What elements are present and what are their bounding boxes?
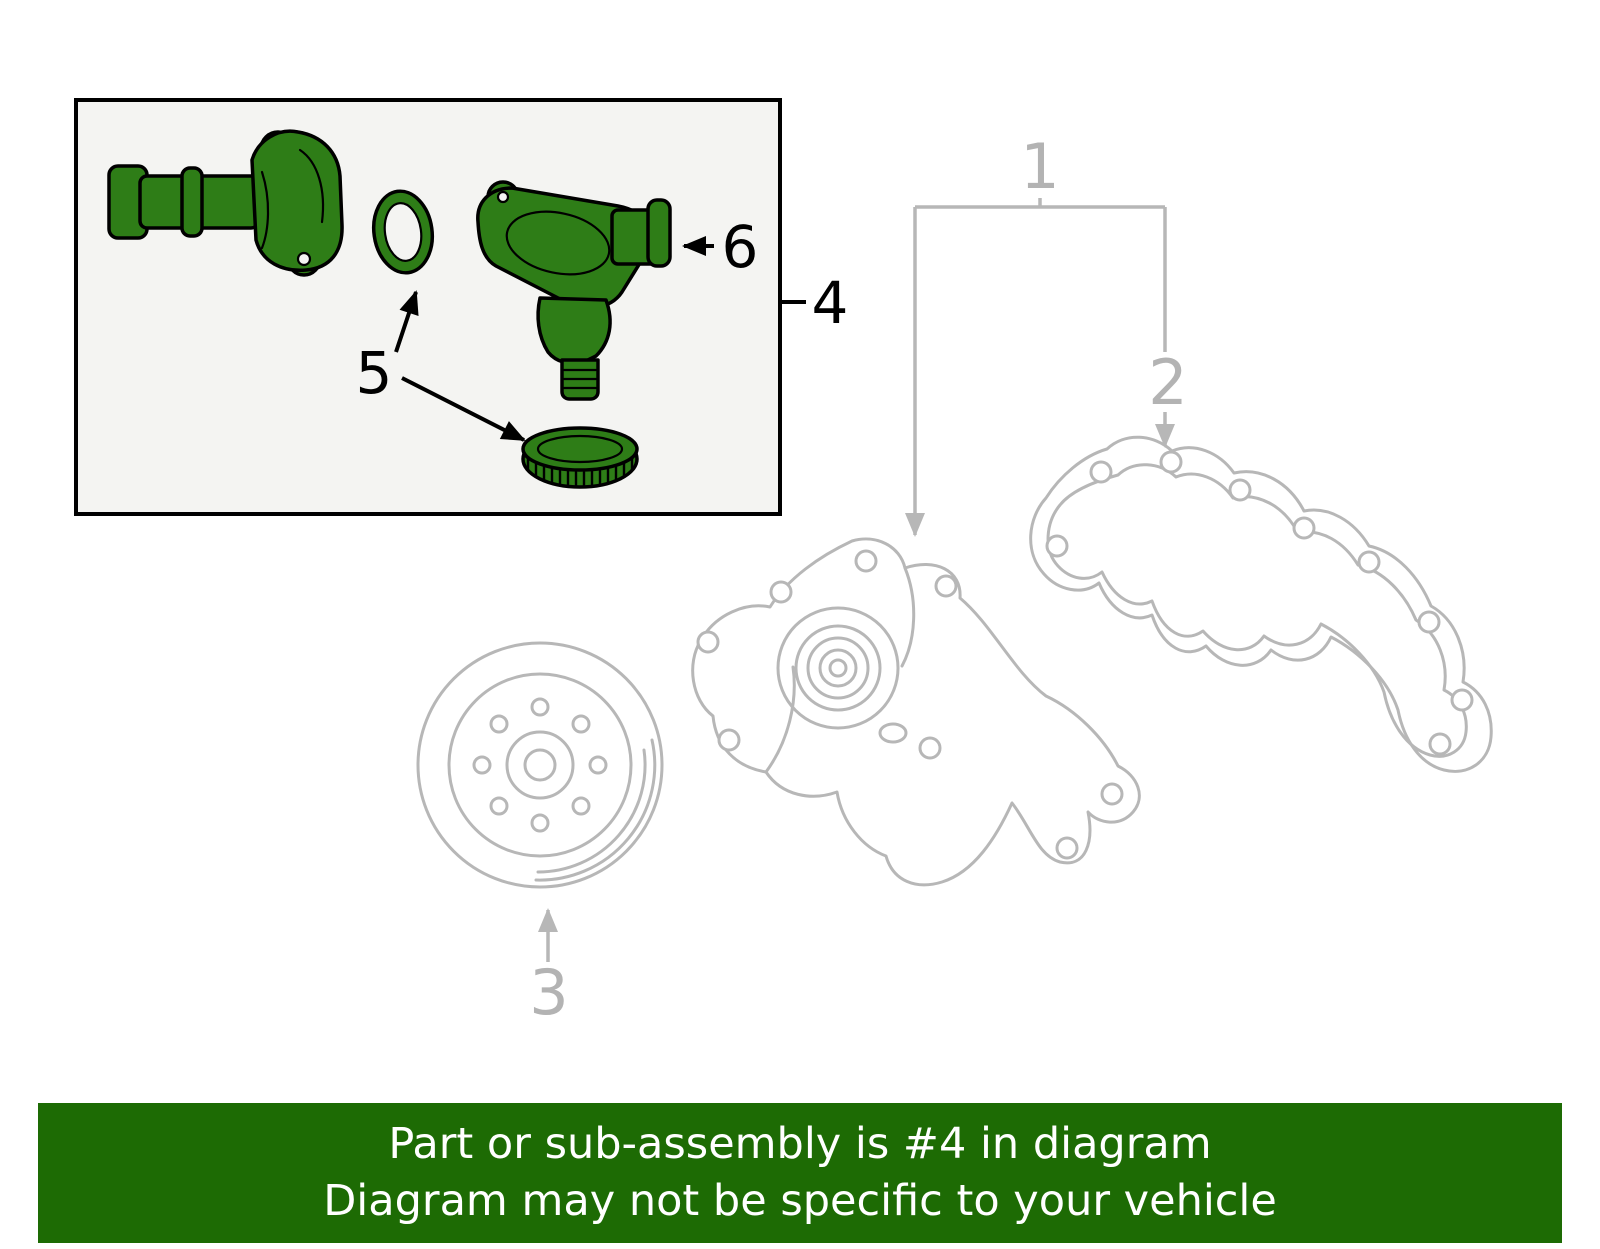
- gray-callouts: 1 2 3: [529, 130, 1187, 1029]
- water-pump-drawing: [691, 537, 1141, 887]
- highlight-inset-box: [74, 98, 782, 516]
- pulley-drawing: [416, 641, 664, 889]
- notice-banner: Part or sub-assembly is #4 in diagram Di…: [38, 1103, 1562, 1243]
- callout-5-label: 5: [356, 339, 393, 407]
- black-callouts: 4 6 5: [356, 213, 849, 442]
- engine-gasket-drawing: [1029, 435, 1493, 773]
- highlighted-assembly: [107, 129, 672, 489]
- callout-4-label: 4: [812, 269, 849, 337]
- thermostat-housing-left: [107, 129, 344, 277]
- callout-6-label: 6: [722, 213, 759, 281]
- callout-2-label: 2: [1148, 346, 1187, 419]
- parts-diagram: 4 6 5: [74, 98, 1493, 1029]
- water-outlet-housing: [476, 180, 672, 401]
- banner-line-2: Diagram may not be specific to your vehi…: [323, 1176, 1277, 1226]
- callout-5-arrow-seal: [394, 290, 419, 353]
- callout-5-arrow-thermostat: [401, 376, 526, 442]
- callout-1-label: 1: [1020, 130, 1059, 203]
- banner-line-1: Part or sub-assembly is #4 in diagram: [388, 1119, 1212, 1170]
- thermostat: [521, 426, 639, 489]
- callout-3-label: 3: [529, 956, 568, 1029]
- seal-ring: [371, 189, 435, 275]
